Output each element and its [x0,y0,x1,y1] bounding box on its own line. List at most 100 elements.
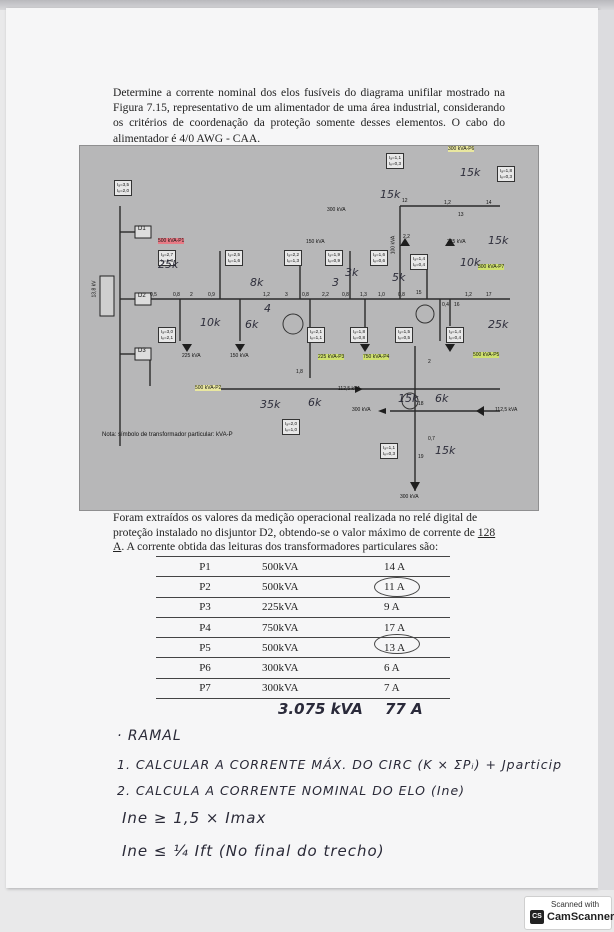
segment-length: 0,8 [398,292,405,298]
handwritten-mark: 25k [488,318,509,331]
segment-length: 1,0 [378,292,385,298]
load-p5: 500 kVA-P5 [473,352,500,358]
handwritten-circle [374,634,420,654]
segment-length: 1,2 [444,200,451,206]
load-225kva-b: 225 kVA [447,239,466,245]
handwritten-mark: 4 [264,302,271,315]
handwritten-note-1: · RAMAL [117,728,182,744]
segment-length: 0,8 [302,292,309,298]
handwritten-mark: 3 [332,276,339,289]
load-150kva-b: 150 kVA [306,239,325,245]
load-300kva: 300 kVA [327,207,346,213]
segment-length: 2,2 [403,234,410,240]
load-225kva: 225 kVA [182,353,201,359]
segment-length: 2,2 [322,292,329,298]
breaker-d1: D1 [138,226,146,232]
scan-top-shadow [0,0,614,10]
segment-length: 0,9 [208,292,215,298]
load-p4: 750 kVA-P4 [363,354,390,360]
segment-length: 0,5 [150,292,157,298]
load-p2: 500 kVA-P2 [195,385,222,391]
handwritten-mark: 10k [200,316,221,329]
measurement-paragraph: Foram extraídos os valores da medição op… [113,511,496,554]
handwritten-circle [374,577,420,597]
handwritten-note-2: 1. CALCULAR A CORRENTE MÁX. DO CIRC (K ×… [117,757,563,772]
segment-length: 1,3 [360,292,367,298]
handwritten-mark: 5k [392,271,406,284]
node-number: 18 [418,401,424,407]
handwritten-mark: 6k [245,318,259,331]
node-number: 16 [454,302,460,308]
diagram-note: Nota: símbolo de transformador particula… [102,432,233,438]
handwritten-mark: 6k [435,392,449,405]
handwritten-mark: 35k [260,398,281,411]
handwritten-mark: 25k [158,258,179,271]
load-150kva: 150 kVA [230,353,249,359]
load-100kva: 100 kVA [390,235,397,255]
breaker-d2: D2 [138,293,146,299]
segment-length: 2 [428,359,431,365]
total-current: 77 A [385,700,423,718]
segment-length: 0,8 [173,292,180,298]
handwritten-note-5: Ine ≤ ¼ Ift (No final do trecho) [122,842,385,860]
camscanner-logo-icon: CS [530,910,544,924]
load-p7: 300 kVA-P7 [478,264,505,270]
camscanner-badge: Scanned with CS CamScanner [524,896,614,930]
segment-length: 3 [285,292,288,298]
load-p1: 500 kVA-P1 [158,238,185,244]
max-current-value: 128 A [113,525,496,554]
total-power: 3.075 kVA [278,700,363,718]
segment-length: 2 [190,292,193,298]
handwritten-mark: 15k [488,234,509,247]
voltage-label: 13,8 kV [91,280,98,298]
handwritten-note-4: Ine ≥ 1,5 × Imax [122,809,267,827]
handwritten-mark: 15k [460,166,481,179]
node-number: 12 [402,198,408,204]
problem-statement: Determine a corrente nominal dos elos fu… [113,86,505,145]
node-number: 15 [416,290,422,296]
segment-length: 0,8 [342,292,349,298]
segment-length: 0,4 [442,302,449,308]
handwritten-mark: 15k [435,444,456,457]
handwritten-mark: 6k [308,396,322,409]
load-112kva-b: 112,5 kVA [495,407,518,413]
segment-length: 1,8 [296,369,303,375]
handwritten-mark: 15k [398,392,419,405]
page-edge [598,10,614,890]
segment-length: 1,2 [263,292,270,298]
load-112kva: 112,5 kVA [338,386,361,392]
load-300kva-b: 300 kVA [352,407,371,413]
handwritten-note-3: 2. CALCULA A CORRENTE NOMINAL DO ELO (In… [117,783,466,798]
handwritten-mark: 10k [460,256,481,269]
diagram-lines [99,205,510,491]
handwritten-mark: 3k [345,266,359,279]
load-p3: 225 kVA-P3 [318,354,345,360]
handwritten-mark: 8k [250,276,264,289]
node-number: 19 [418,454,424,460]
node-number: 13 [458,212,464,218]
node-number: 14 [486,200,492,206]
segment-length: 0,7 [428,436,435,442]
load-300kva-c: 300 kVA [400,494,419,500]
breaker-d3: D3 [138,348,146,354]
